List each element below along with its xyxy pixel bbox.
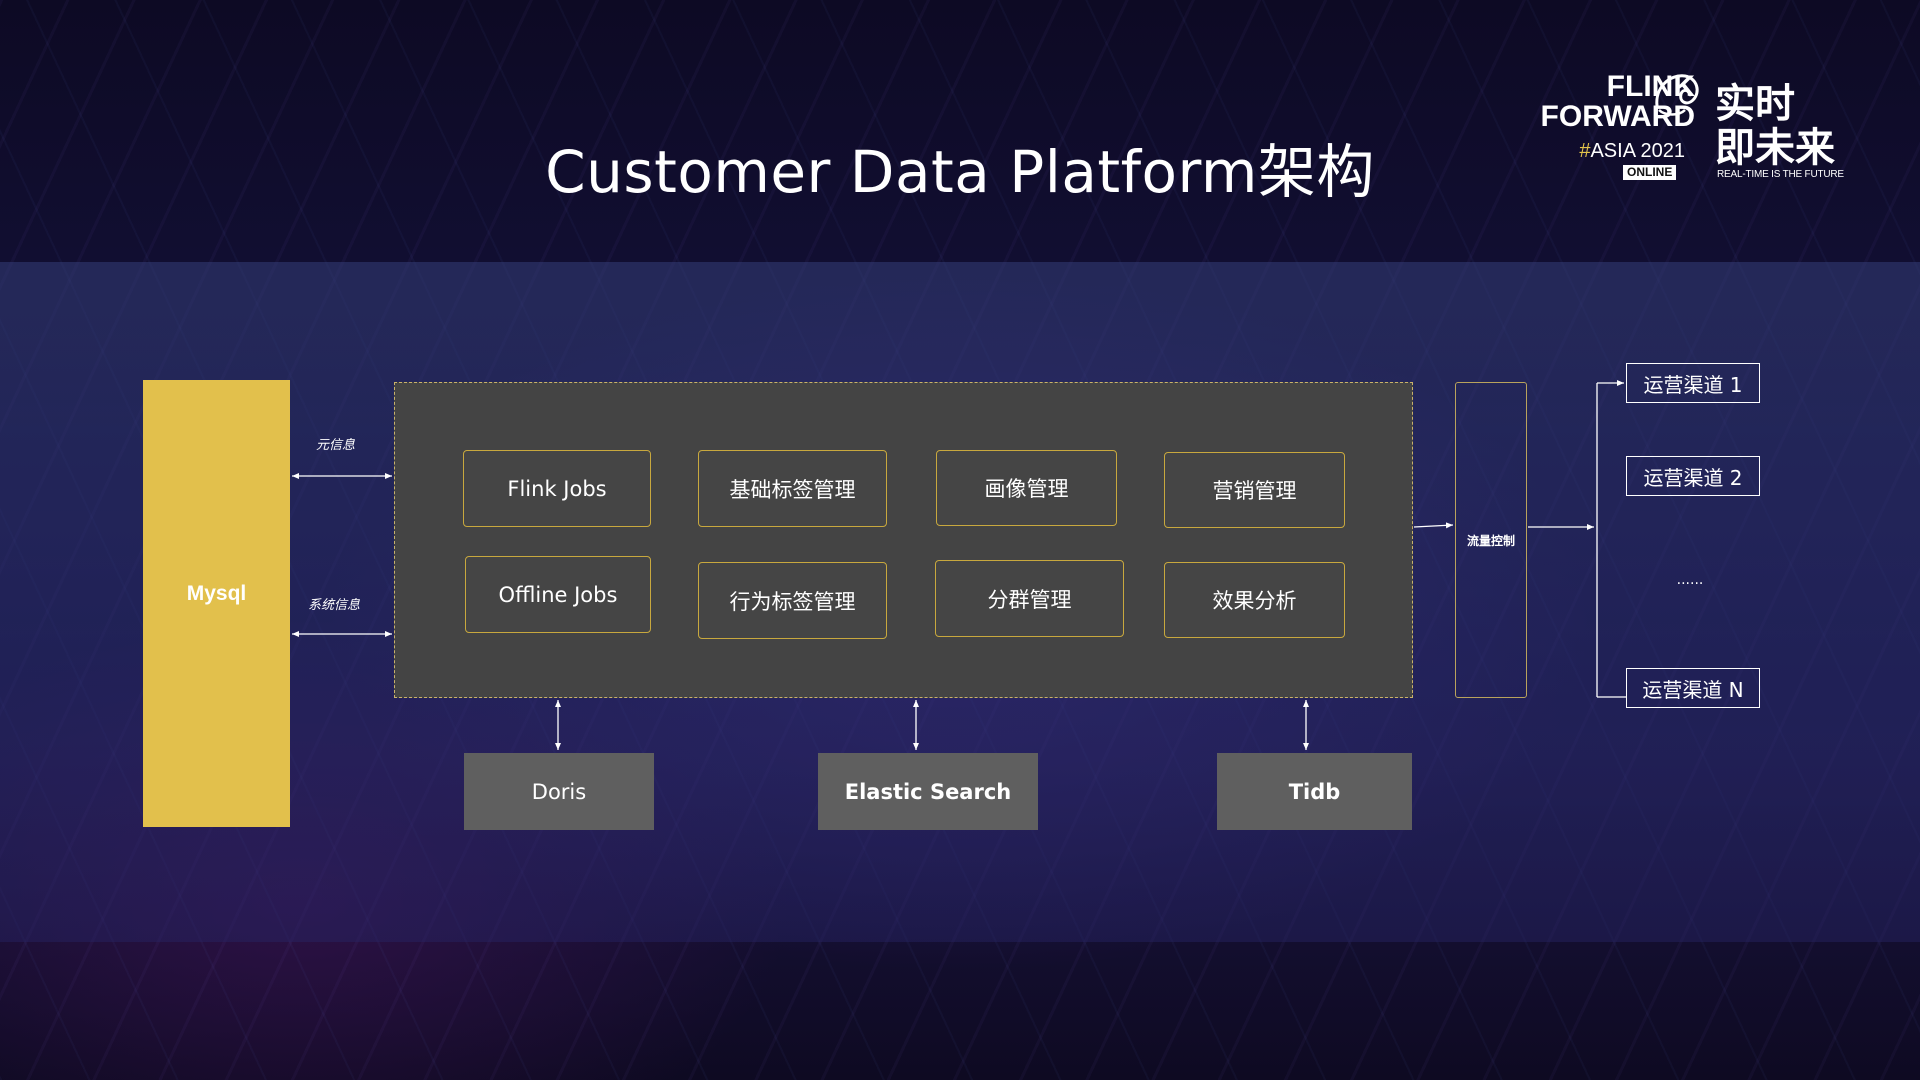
squirrel-icon (1655, 74, 1699, 116)
logo-cn-line2: 即未来 (1715, 125, 1835, 171)
job-offline-jobs: Offline Jobs (465, 556, 651, 633)
flow-control-box: 流量控制 (1455, 382, 1527, 698)
slide-title: Customer Data Platform架构 (545, 138, 1375, 206)
job-basic-tag-management: 基础标签管理 (698, 450, 887, 527)
channel-2: 运营渠道 2 (1626, 456, 1760, 496)
edge-label-metadata: 元信息 (316, 438, 356, 453)
arrow-to-flow-control (1413, 522, 1454, 529)
job-profile-management: 画像管理 (936, 450, 1117, 526)
logo-line-forward: FORWARD (1540, 100, 1695, 133)
logo-event: #ASIA 2021 (1515, 140, 1685, 163)
job-flink-jobs: Flink Jobs (463, 450, 651, 527)
store-doris: Doris (464, 753, 654, 830)
store-elastic-search: Elastic Search (818, 753, 1038, 830)
mysql-label: Mysql (186, 581, 247, 605)
job-effect-analysis: 效果分析 (1164, 562, 1345, 638)
job-marketing-management: 营销管理 (1164, 452, 1345, 528)
mysql-block: Mysql (143, 380, 290, 827)
logo-tagline: REAL-TIME IS THE FUTURE (1717, 169, 1844, 180)
logo-event-text: ASIA 2021 (1590, 140, 1685, 162)
job-behavior-tag-management: 行为标签管理 (698, 562, 887, 639)
store-tidb: Tidb (1217, 753, 1412, 830)
flow-control-label: 流量控制 (1466, 533, 1515, 548)
logo-hash: # (1579, 140, 1591, 162)
job-segment-management: 分群管理 (935, 560, 1124, 637)
logo-cn-line1: 实时 (1715, 81, 1795, 127)
logo-chinese: 实时 即未来 (1715, 82, 1835, 170)
channel-ellipsis: ...... (1676, 572, 1704, 588)
edge-label-system-info: 系统信息 (308, 598, 361, 613)
logo-online-badge: ONLINE (1623, 165, 1677, 180)
channel-n: 运营渠道 N (1626, 668, 1760, 708)
flink-forward-logo: FLINK FORWARD #ASIA 2021 ONLINE 实时 即未来 R… (1515, 72, 1845, 192)
channel-1: 运营渠道 1 (1626, 363, 1760, 403)
processing-platform-box (394, 382, 1413, 698)
